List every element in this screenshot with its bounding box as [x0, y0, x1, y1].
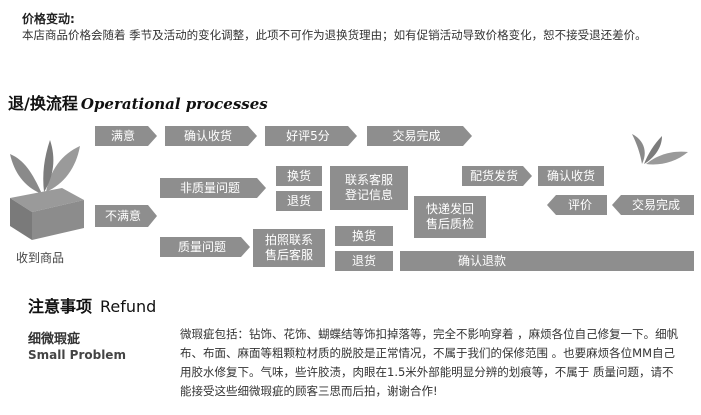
step-good-review: 好评5分	[265, 126, 357, 146]
step-trade-complete: 交易完成	[367, 126, 472, 146]
step-non-quality: 非质量问题	[160, 178, 266, 198]
price-change-title: 价格变动:	[22, 12, 75, 26]
step-not-satisfied: 不满意	[95, 205, 157, 227]
small-problem-text: 微瑕疵包括：钻饰、花饰、蝴蝶结等饰扣掉落等，完全不影响穿着 ，麻烦各位自己修复一…	[180, 327, 679, 398]
step-confirm-receipt: 确认收货	[165, 126, 257, 146]
notes-title-cn: 注意事项	[28, 297, 93, 316]
step-contact-service: 联系客服 登记信息	[330, 166, 408, 210]
step-satisfied: 满意	[95, 126, 157, 146]
received-goods-label: 收到商品	[16, 251, 65, 265]
process-title-cn: 退/换流程	[8, 94, 78, 113]
price-change-text: 本店商品价格会随着 季节及活动的变化调整，此项不可作为退换货理由；如有促销活动导…	[22, 28, 647, 42]
step-confirm-refund: 确认退款	[400, 251, 694, 271]
small-problem-title-cn: 细微瑕疵	[28, 332, 81, 347]
step-return-2: 退货	[335, 251, 393, 271]
step-send-back-inspect: 快递发回 售后质检	[414, 196, 486, 238]
step-review: 评价	[547, 195, 607, 215]
step-quality-issue: 质量问题	[160, 237, 250, 257]
step-ship-goods: 配货发货	[462, 166, 532, 186]
package-plant-icon	[10, 140, 84, 240]
step-confirm-receipt-2: 确认收货	[538, 166, 604, 186]
step-return-1: 退货	[276, 191, 322, 211]
step-exchange-1: 换货	[276, 166, 322, 186]
step-trade-complete-2: 交易完成	[612, 195, 694, 215]
small-problem-title-en: Small Problem	[28, 348, 126, 362]
step-exchange-2: 换货	[335, 226, 393, 246]
leaf-icon	[632, 134, 688, 165]
notes-heading: 注意事项 Refund	[28, 293, 156, 317]
process-title-en: Operational processes	[80, 95, 268, 113]
step-photo-contact: 拍照联系 售后客服	[253, 229, 325, 267]
notes-title-en: Refund	[100, 297, 157, 316]
